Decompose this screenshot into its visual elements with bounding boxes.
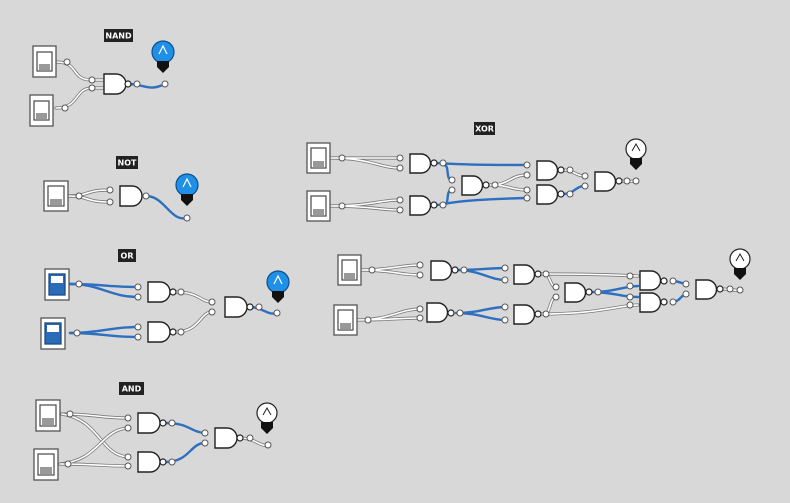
xor-gate-1[interactable]: [409, 153, 438, 174]
xnor-gate-4[interactable]: [513, 304, 542, 325]
xor-gate-6[interactable]: [594, 171, 623, 192]
xnor-gate-1[interactable]: [430, 260, 459, 281]
xnor-switch-2[interactable]: [333, 304, 358, 336]
nand-switch-1[interactable]: [32, 45, 57, 78]
xor-gate-2[interactable]: [409, 195, 438, 216]
or-circuit: [40, 268, 290, 350]
xnor-bulb-off: [729, 248, 751, 280]
xor-bulb-off: [625, 138, 647, 170]
and-gate-1[interactable]: [137, 412, 167, 434]
not-wires: [66, 188, 189, 220]
xnor-gate-7[interactable]: [639, 292, 668, 313]
not-circuit: [43, 173, 199, 222]
not-gate[interactable]: [119, 185, 143, 207]
or-label: OR: [118, 249, 136, 262]
xnor-wires: [355, 263, 742, 322]
or-bulb-on: [266, 270, 290, 303]
nand-label-text: NAND: [105, 32, 132, 41]
nand-nodes: [61, 58, 169, 112]
xnor-gate-5[interactable]: [564, 282, 593, 303]
xnor-gate-8[interactable]: [695, 279, 724, 300]
not-bulb-on: [175, 173, 199, 206]
xor-nodes: [338, 154, 640, 214]
xor-switch-1[interactable]: [306, 142, 331, 174]
xor-gate-3[interactable]: [461, 175, 490, 196]
nand-switch-2[interactable]: [29, 94, 54, 127]
or-gate-3[interactable]: [224, 296, 254, 318]
not-label: NOT: [116, 156, 138, 169]
or-switch-2[interactable]: [40, 317, 66, 350]
and-switch-1[interactable]: [35, 399, 61, 432]
or-gate-2[interactable]: [147, 321, 177, 343]
or-nodes: [73, 280, 281, 341]
xor-gate-5[interactable]: [536, 184, 565, 205]
xnor-switch-1[interactable]: [337, 254, 362, 286]
nand-circuit: [29, 40, 175, 127]
xor-circuit: [306, 138, 647, 222]
xor-switch-2[interactable]: [306, 190, 331, 222]
xnor-gate-6[interactable]: [639, 270, 668, 291]
and-gate-2[interactable]: [137, 451, 167, 473]
not-nodes: [75, 186, 191, 222]
and-gate-3[interactable]: [214, 427, 244, 449]
xor-gate-4[interactable]: [536, 160, 565, 181]
nand-gate[interactable]: [103, 73, 132, 95]
or-switch-1[interactable]: [44, 268, 70, 301]
and-nodes: [64, 410, 272, 470]
and-circuit: [33, 399, 278, 481]
and-label: AND: [119, 382, 144, 395]
nand-label: NAND: [104, 29, 133, 42]
nand-bulb-on: [151, 40, 175, 73]
not-label-text: NOT: [118, 159, 137, 168]
xor-label-text: XOR: [475, 125, 494, 134]
and-switch-2[interactable]: [33, 448, 59, 481]
or-label-text: OR: [121, 252, 134, 261]
xnor-gate-2[interactable]: [426, 302, 455, 323]
not-switch[interactable]: [43, 180, 69, 212]
xnor-gate-3[interactable]: [513, 264, 542, 285]
and-bulb-off: [256, 402, 278, 434]
or-gate-1[interactable]: [147, 281, 177, 303]
xor-label: XOR: [474, 122, 495, 135]
and-label-text: AND: [122, 385, 142, 394]
xnor-nodes: [364, 261, 744, 324]
xnor-circuit: [333, 248, 751, 336]
